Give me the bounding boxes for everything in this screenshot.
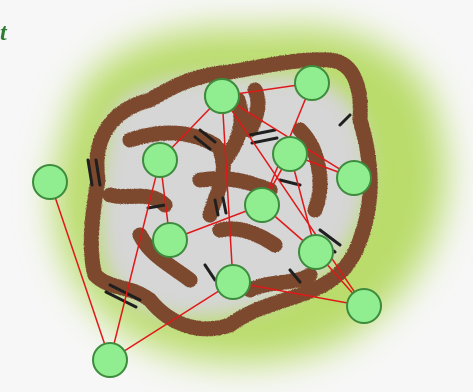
wall-inner-i [132,227,198,288]
wall-outer-top [83,52,378,337]
wall-inner-c [102,187,173,213]
wall-inner-h [212,221,283,253]
edge-n9-n13 [221,95,365,307]
gap-mark [146,203,167,210]
gap-mark [248,128,279,145]
wall-inner-f [292,122,328,218]
gap-mark [104,283,142,309]
wall-inner-a [122,125,223,153]
edge-n5-n6 [221,95,234,283]
wall-inner-e [242,82,266,138]
edge-n2-n6 [109,281,234,361]
level-label: t [0,20,7,46]
edge-n2-n3 [109,159,161,361]
node-n3[interactable] [142,142,178,178]
node-n2[interactable] [92,342,128,378]
node-n11[interactable] [272,136,308,172]
node-n12[interactable] [336,160,372,196]
gap-mark [86,158,102,187]
gap-mark [213,196,228,217]
node-n13[interactable] [204,78,240,114]
gap-mark [193,128,217,151]
node-n7[interactable] [294,65,330,101]
gap-mark [278,178,302,187]
node-layer [32,65,382,378]
gap-mark [288,268,302,284]
gap-mark [338,113,352,127]
wall-inner-j [242,267,318,298]
node-n1[interactable] [32,164,68,200]
node-n9[interactable] [346,288,382,324]
node-n4[interactable] [152,222,188,258]
gap-mark [203,263,217,282]
node-n8[interactable] [244,187,280,223]
node-n6[interactable] [215,264,251,300]
gap-marks [86,113,352,309]
edge-n1-n2 [49,181,111,361]
edge-n6-n9 [232,281,365,307]
wall-layer [83,52,378,337]
node-n10[interactable] [298,234,334,270]
